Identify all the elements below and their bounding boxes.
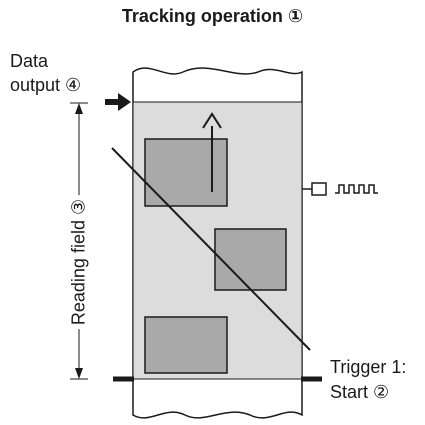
pulse-signal-icon [335,184,378,194]
diagram-title: Tracking operation ① [121,6,304,26]
trigger-label-line2: Start ② [330,382,390,402]
trigger-label-line1: Trigger 1: [330,357,407,377]
reading-field-label: Reading field ③ [68,194,90,330]
object-box-2 [214,228,287,291]
scan-line [111,147,311,351]
object-box-3 [144,316,228,374]
data-output-label-line2: output ④ [10,75,82,95]
arrow-right-icon [105,93,131,111]
object-box-1 [144,138,228,207]
sensor-icon [311,182,327,196]
data-output-label-line1: Data [10,51,49,71]
arrow-up-icon [202,112,222,192]
